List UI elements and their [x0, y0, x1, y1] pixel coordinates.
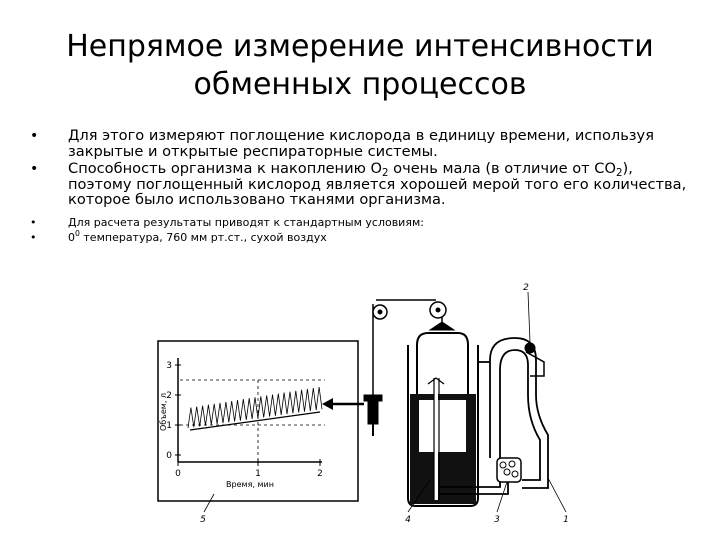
- y-tick-label: 2: [166, 391, 172, 401]
- pen-holder-top: [363, 394, 383, 402]
- y-tick-label: 0: [166, 451, 172, 461]
- absorber-granule: [503, 468, 511, 476]
- x-tick-label: 0: [175, 469, 181, 479]
- bullet-text-part: Способность организма к накоплению O: [68, 160, 382, 177]
- bullet-list: • Для этого измеряют поглощение кислород…: [30, 128, 700, 245]
- trend-line: [189, 411, 321, 431]
- part-number-5: 5: [200, 515, 206, 525]
- leader-line-5: [203, 493, 215, 513]
- subscript: 2: [382, 168, 389, 179]
- part-number-1: 1: [563, 515, 569, 525]
- bullet-marker: •: [30, 230, 37, 244]
- bullet-item-3: • Для расчета результаты приводят к стан…: [30, 216, 700, 230]
- inhale-tube: [499, 349, 541, 481]
- bullet-text-part: очень мала (в отличие от CO: [388, 160, 616, 177]
- title-line-1: Непрямое измерение интенсивности: [66, 29, 654, 64]
- bullet-text-part: ), поэтому поглощенный кислород является…: [68, 160, 687, 208]
- subscript: 2: [615, 168, 623, 179]
- bullet-text-part: 0: [68, 230, 75, 244]
- pulley-left-axle: [377, 309, 383, 315]
- leader-line-4: [407, 479, 431, 513]
- bullet-item-1: • Для этого измеряют поглощение кислород…: [30, 128, 700, 159]
- mouthpiece: [525, 351, 545, 377]
- pen-arrow-head: [322, 398, 333, 410]
- chart-frame: [157, 340, 359, 502]
- bell-hanger: [428, 321, 456, 331]
- bullet-text: Для этого измеряют поглощение кислорода …: [68, 127, 654, 160]
- part-number-4: 4: [405, 515, 411, 525]
- bullet-text-part: температура, 760 мм рт.ст., сухой воздух: [79, 230, 327, 244]
- pulley-right-axle: [435, 307, 441, 313]
- slide-title: Непрямое измерение интенсивности обменны…: [0, 28, 720, 104]
- x-axis-label: Время, мин: [226, 480, 274, 489]
- part-number-3: 3: [494, 515, 500, 525]
- leader-line-1: [547, 477, 567, 513]
- tube-outlet: [427, 377, 445, 385]
- pen-holder: [367, 397, 379, 425]
- y-tick-label: 1: [166, 421, 172, 431]
- spirogram-chart: [157, 340, 364, 502]
- absorber-granule: [508, 460, 516, 468]
- x-tick-label: 1: [255, 469, 261, 479]
- water-tank: [407, 345, 479, 507]
- leader-line-2: [527, 291, 531, 343]
- valve: [524, 342, 536, 354]
- absorber-granule: [499, 461, 507, 469]
- bullet-marker: •: [30, 215, 37, 229]
- x-tick-label: 2: [317, 469, 323, 479]
- leader-line-3: [496, 481, 508, 513]
- bullet-item-2: • Способность организма к накоплению O2 …: [30, 161, 700, 208]
- breathing-trace: [187, 386, 323, 429]
- spirometer-apparatus: [203, 291, 567, 513]
- y-tick-label: 3: [166, 361, 172, 371]
- superscript: 0: [75, 228, 80, 238]
- bullet-marker: •: [30, 161, 39, 177]
- bullet-marker: •: [30, 128, 39, 144]
- air-gap: [419, 400, 466, 452]
- bullet-item-4: • 00 температура, 760 мм рт.ст., сухой в…: [30, 228, 700, 245]
- y-axis-label: Объем, л: [159, 393, 168, 431]
- bullet-text: Для расчета результаты приводят к станда…: [68, 215, 424, 229]
- title-line-2: обменных процессов: [193, 67, 527, 102]
- absorber-granule: [511, 470, 519, 478]
- part-number-2: 2: [523, 283, 529, 293]
- spirometer-bell: [416, 332, 469, 455]
